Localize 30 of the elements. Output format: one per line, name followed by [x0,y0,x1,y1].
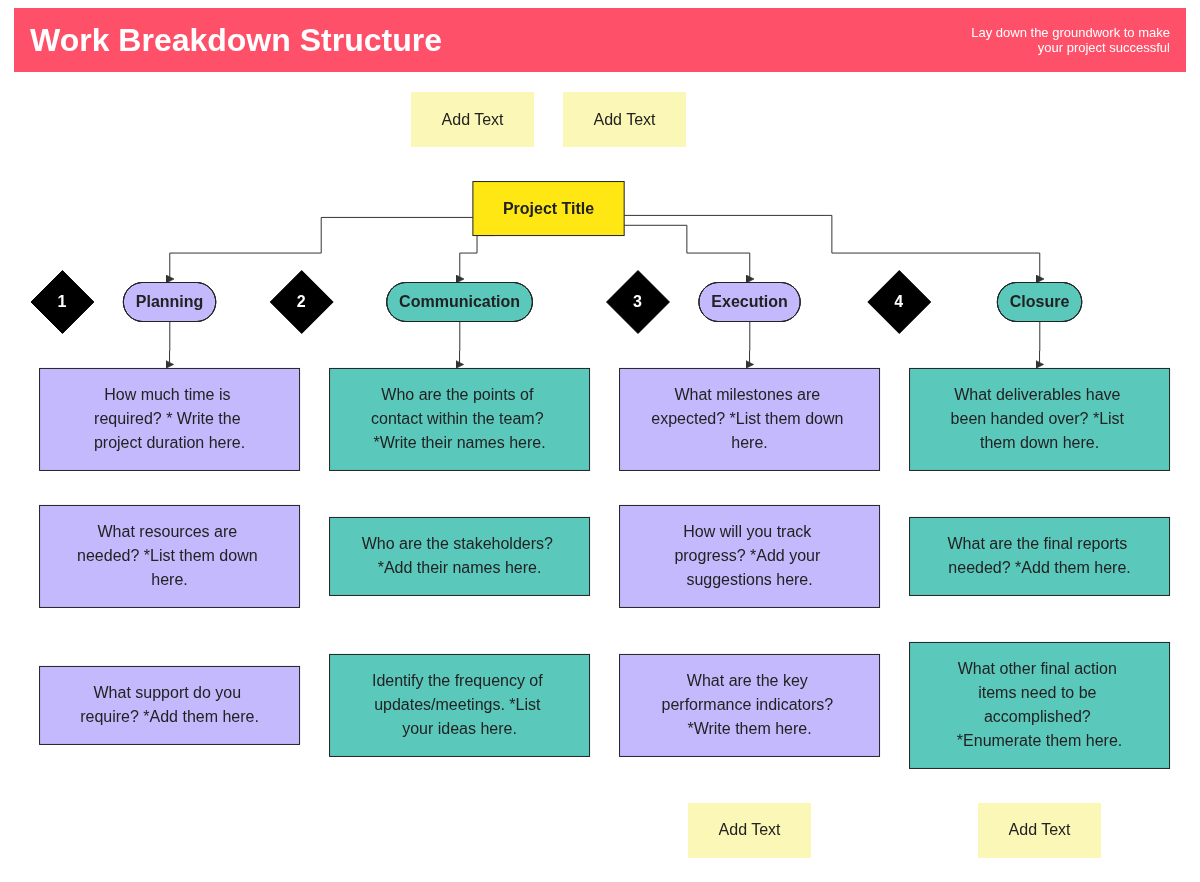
subtitle: Lay down the groundwork to make your project successful [970,25,1170,55]
node-box: Add Text [687,802,811,858]
node-box: Identify the frequency of updates/meetings. *List your ideas here. [328,653,590,757]
arrow [164,321,174,369]
node-box: What deliverables have been handed over? *List them down here. [908,367,1170,471]
node-box: Who are the points of contact within the team? *Write their names here. [328,367,590,471]
arrow [623,214,1045,284]
node-diamond: 2 [269,270,334,334]
node-box: How much time is required? * Write the project duration here. [38,367,300,471]
node-box: What resources are needed? *List them down here. [38,504,300,608]
node-box: What are the key performance indicators? *Write them here. [618,653,880,757]
node-box: What other final action items need to be accomplished? *Enumerate them here. [908,641,1170,769]
node-box: Who are the stakeholders? *Add their names here. [328,516,590,596]
node-box: Add Text [410,92,534,148]
arrow [1034,321,1044,369]
node-box: What support do you require? *Add them here. [38,665,300,745]
node-diamond: 1 [30,270,95,334]
title: Work Breakdown Structure [30,21,442,59]
arrow [744,321,754,369]
arrow [165,216,474,284]
node-box: Add Text [977,802,1101,858]
node-box: Add Text [562,92,686,148]
node-diamond: 3 [605,270,670,334]
node-box: What milestones are expected? *List them down here. [618,367,880,471]
node-box: How will you track progress? *Add your suggestions here. [618,504,880,608]
node-diamond: 4 [867,270,931,334]
arrow [623,224,755,284]
arrow [454,321,464,369]
node-box: What are the final reports needed? *Add them here. [908,516,1170,596]
node-box: Project Title [472,181,625,237]
